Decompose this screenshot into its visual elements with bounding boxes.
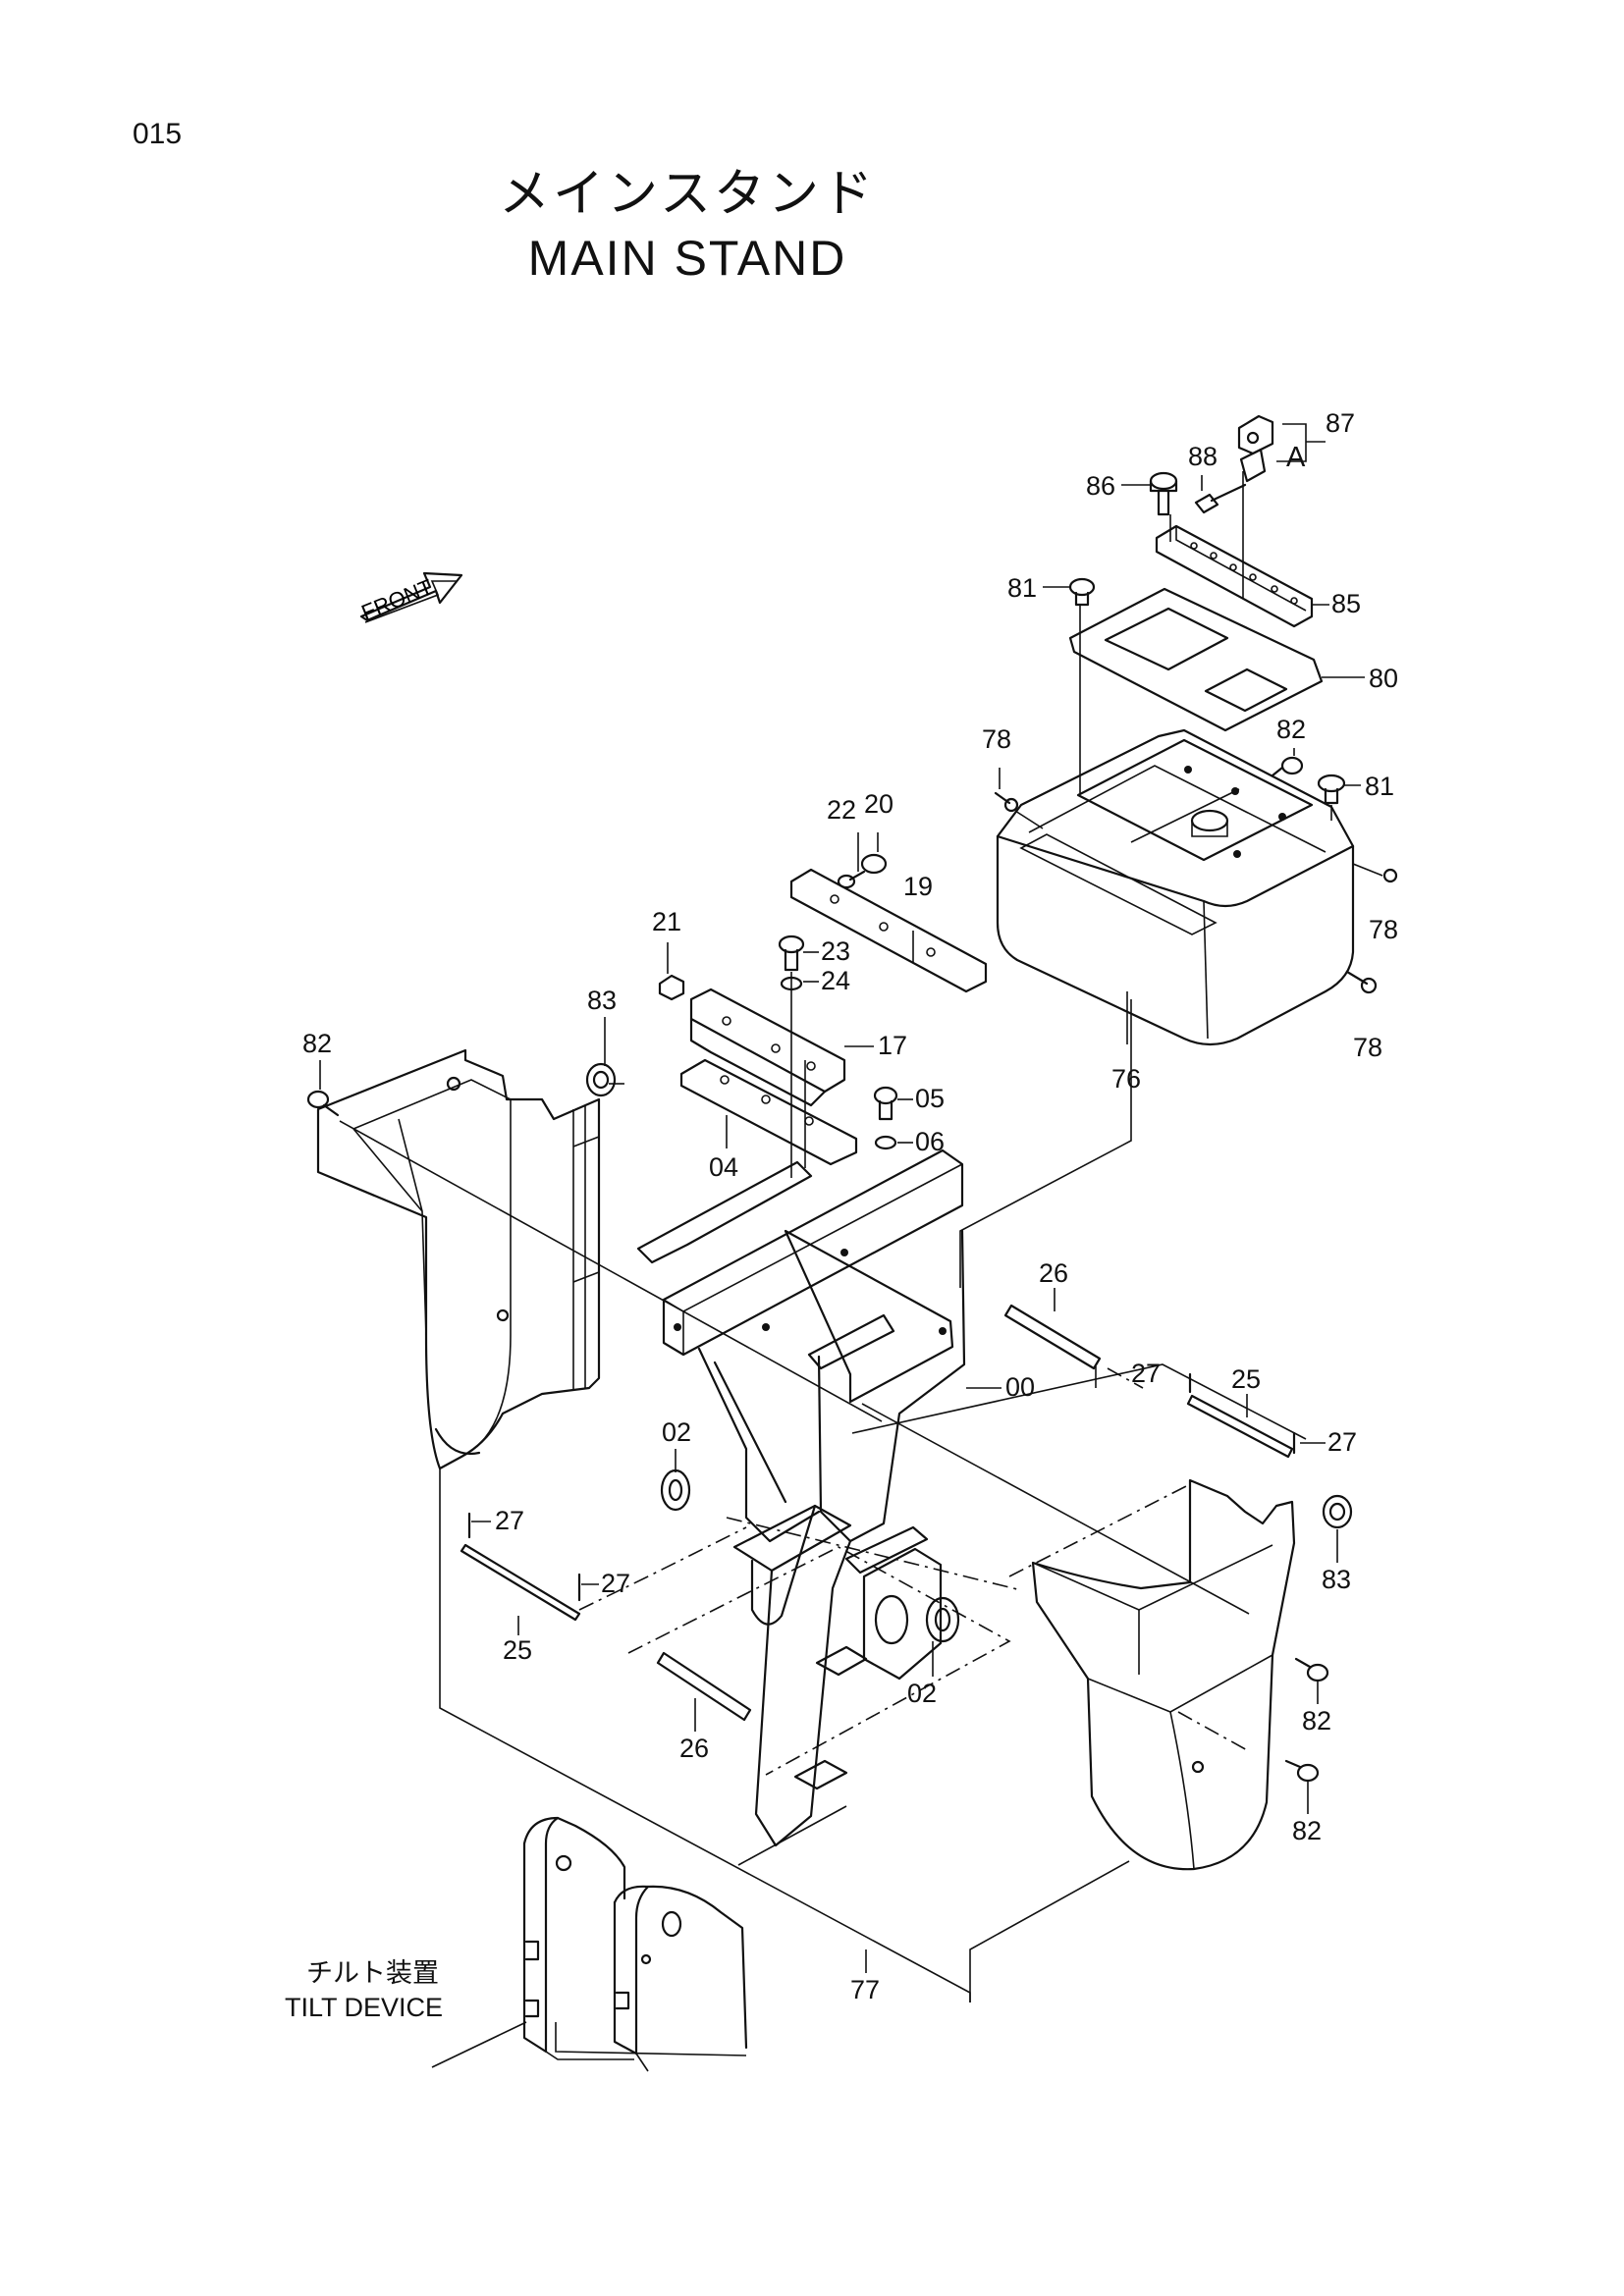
callout-80: 80 <box>1369 664 1399 693</box>
callout-82-left: 82 <box>302 1029 333 1058</box>
clips-27 <box>467 1372 1296 1602</box>
callout-78-right: 78 <box>1369 915 1399 944</box>
callout-76: 76 <box>1111 1064 1142 1094</box>
callout-20: 20 <box>864 789 894 819</box>
page-number: 015 <box>133 118 183 150</box>
callout-02-left: 02 <box>662 1417 692 1447</box>
bolt-82-right-lower <box>1284 1759 1320 1783</box>
bolt-05 <box>873 1086 898 1121</box>
view-marker-a: A <box>1286 442 1306 473</box>
front-arrow-icon: FRONT <box>358 571 463 625</box>
callout-05: 05 <box>915 1084 946 1113</box>
callout-06: 06 <box>915 1127 946 1156</box>
tilt-device <box>431 1816 748 2072</box>
main-stand-00 <box>636 1148 966 1847</box>
bolt-86 <box>1149 471 1178 516</box>
nut-21 <box>658 974 685 1001</box>
callout-00: 00 <box>1005 1372 1036 1402</box>
gasket-plate-80 <box>1068 587 1324 732</box>
callout-17: 17 <box>878 1031 908 1060</box>
callout-26-upper: 26 <box>1039 1258 1069 1288</box>
title-japanese: メインスタンド <box>499 165 876 224</box>
callout-77: 77 <box>850 1975 881 2004</box>
callout-83-right: 83 <box>1322 1565 1352 1594</box>
callout-82-right-upper: 82 <box>1302 1706 1332 1735</box>
callout-87: 87 <box>1326 408 1356 438</box>
callout-23: 23 <box>821 936 851 966</box>
callout-27-top: 27 <box>1131 1359 1162 1388</box>
callout-86: 86 <box>1086 471 1116 501</box>
front-label: FRONT <box>358 574 437 625</box>
callout-22: 22 <box>827 795 857 825</box>
callout-78-left: 78 <box>982 724 1012 754</box>
callout-78-bottom: 78 <box>1353 1033 1383 1062</box>
bolt-82-left <box>306 1090 340 1117</box>
callout-82-right-lower: 82 <box>1292 1816 1323 1845</box>
title-english: MAIN STAND <box>527 231 847 286</box>
bushing-02-left <box>660 1468 691 1512</box>
washer-06 <box>874 1135 897 1150</box>
callout-24: 24 <box>821 966 851 995</box>
callout-83-left: 83 <box>587 986 618 1015</box>
callout-21: 21 <box>652 907 682 936</box>
grommet-83-right <box>1322 1494 1353 1529</box>
screws-78 <box>994 791 1398 994</box>
callout-26-lower: 26 <box>679 1734 710 1763</box>
callout-04: 04 <box>709 1152 739 1182</box>
bracket-87 <box>1237 414 1274 483</box>
grommet-83-left <box>585 1062 617 1097</box>
plate-19 <box>789 868 988 993</box>
bolt-81-right <box>1317 774 1346 805</box>
pin-26-upper <box>1003 1304 1102 1370</box>
callout-27-left-lower: 27 <box>601 1569 631 1598</box>
plate-04 <box>679 1058 858 1166</box>
left-side-cover <box>316 1048 601 1470</box>
plate-85 <box>1155 524 1314 628</box>
callout-81-top: 81 <box>1007 573 1038 603</box>
bolt-82-right-upper <box>1294 1657 1329 1682</box>
bolt-20 <box>848 853 888 881</box>
washer-22 <box>837 874 856 889</box>
callout-02-right: 02 <box>907 1679 938 1708</box>
pin-26-lower <box>656 1651 752 1722</box>
bushing-02-right <box>925 1596 960 1643</box>
callout-85: 85 <box>1331 589 1362 618</box>
callout-27-right: 27 <box>1327 1427 1358 1457</box>
tilt-device-label-jp: チルト装置 <box>306 1958 439 1989</box>
bolt-88 <box>1194 483 1247 514</box>
bracket-plate-17 <box>689 988 846 1107</box>
callout-81-right: 81 <box>1365 772 1395 801</box>
callout-27-left-upper: 27 <box>495 1506 525 1535</box>
rod-25-right <box>1186 1394 1294 1459</box>
bolt-81 <box>1068 577 1096 607</box>
callout-19: 19 <box>903 872 934 901</box>
bolt-82-top <box>1271 756 1304 777</box>
callout-25-right: 25 <box>1231 1364 1262 1394</box>
rod-25-left <box>460 1543 581 1622</box>
cover-76 <box>996 728 1355 1046</box>
callout-25-left: 25 <box>503 1635 533 1665</box>
right-side-cover <box>1031 1478 1296 1871</box>
callout-82-top: 82 <box>1276 715 1307 744</box>
tilt-device-label-en: TILT DEVICE <box>285 1993 444 2022</box>
bolt-23 <box>778 934 805 972</box>
callout-88: 88 <box>1188 442 1218 471</box>
